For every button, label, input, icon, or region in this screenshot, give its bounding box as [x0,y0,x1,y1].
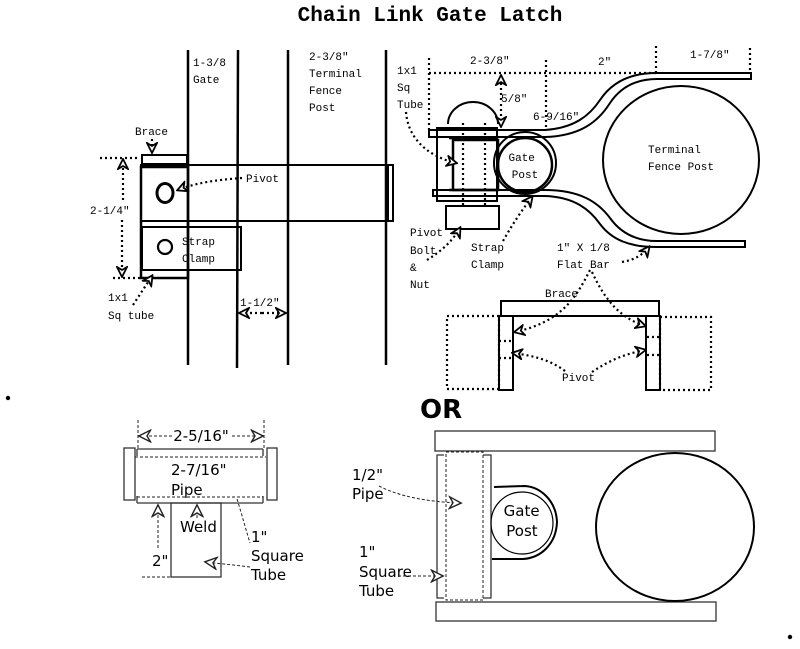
gap-dim-label: 1-1/2" [240,298,280,310]
height-dim-label: 2-1/4" [90,206,130,218]
right-ghost-post [658,315,713,392]
height-dim-label: 2" [152,552,168,570]
strap-clamp-label: Strap Clamp [182,237,222,266]
strap-clamp [492,484,559,560]
pivot-hole [155,182,175,204]
upper-flat-bar [428,72,752,138]
lower-flat-bar [432,189,746,248]
gate-label: 1-3/8 Gate [193,58,233,87]
dim-1-label: 2-3/8" [470,56,510,68]
brace-bar [141,154,188,165]
total-dim-label: 6-9/16" [533,112,579,124]
sq-tube-leader [132,276,152,306]
brace-label: Brace [545,289,578,301]
dim-2-label: 2" [598,57,611,69]
left-upright [498,315,514,391]
pivot-label: Pivot [562,373,595,385]
strap-clamp-ring [493,131,557,195]
pivot-leader [178,176,243,190]
gate-post-circle [496,136,554,194]
top-view: 2-3/8" 2" 1-7/8" 5/8" 6-9/16" Gate Post … [397,46,760,292]
gate-post-right-edge [235,49,240,369]
pipe-label: 2-7/16" Pipe [171,461,231,499]
square-tube-leader [206,562,251,567]
gate-post-label: Gate Post [508,153,541,182]
dim-3-label: 1-7/8" [690,50,730,62]
side-view: 1-3/8 Gate 2-3/8" Terminal Fence Post Br… [90,49,394,369]
pivot-leader-left [513,353,566,372]
square-tube [139,165,190,280]
square-tube-label: 1" Square Tube [250,528,309,584]
square-tube-left-bracket [436,454,444,599]
brace-leader-right [591,271,645,326]
sq-tube-label: 1x1 Sq Tube [397,66,423,112]
alt-top-view: Gate Post 1/2" Pipe 1" Square Tube [352,430,755,622]
terminal-post-circle [595,452,755,602]
brace-cap [447,101,499,125]
half-pipe [445,451,484,601]
half-pipe-label: 1/2" Pipe [352,466,388,503]
weld-label: Weld [180,518,217,536]
square-tube-label: 1" Square Tube [358,543,417,600]
gate-post-label: Gate Post [504,502,545,540]
strap-clamp [141,226,242,271]
strap-clamp-block [445,205,500,230]
front-view: Brace Pivot [445,269,713,392]
upper-bar [434,430,716,452]
terminal-post-label: Terminal Fence Post [648,145,714,174]
brace-label: Brace [135,127,168,139]
flat-bar [140,164,394,222]
flat-bar-label: 1" X 1/8 Flat Bar [557,243,616,272]
right-upright [645,315,661,391]
strap-clamp-leader [502,197,532,242]
pivot-bolt-label: Pivot Bolt & Nut [410,228,450,292]
terminal-post-circle [602,85,760,235]
terminal-post-label: 2-3/8" Terminal Fence Post [309,52,368,115]
or-separator: OR [420,395,462,425]
strap-clamp-bolt [156,238,174,256]
diagram-title: Chain Link Gate Latch [298,5,563,28]
right-cap [266,447,278,501]
offset-dim-label: 5/8" [501,94,527,106]
flat-bar-leader [621,247,649,264]
pivot-block [451,138,500,192]
left-ghost-post [445,314,501,391]
pipe-leader [236,498,251,544]
brace-leader-left [515,269,591,332]
stray-dot-left [5,395,11,401]
half-pipe-leader [378,485,460,503]
square-tube-right-bracket [483,454,492,599]
gate-post-circle [490,491,554,555]
alt-pipe-view: 2-5/16" 2-7/16" Pipe Weld 2" 1" Square T… [123,420,309,584]
left-cap [123,447,136,501]
pivot-leader-right [591,350,645,373]
lower-bar [435,601,717,622]
pivot-label: Pivot [246,174,279,186]
outer-dim-label: 2-5/16" [173,427,229,445]
stray-dot-right [787,634,793,640]
sq-tube-label: 1x1 Sq tube [108,293,154,323]
strap-clamp-label: Strap Clamp [471,243,511,272]
brace-top-bar [500,300,660,317]
square-tube [170,502,222,578]
